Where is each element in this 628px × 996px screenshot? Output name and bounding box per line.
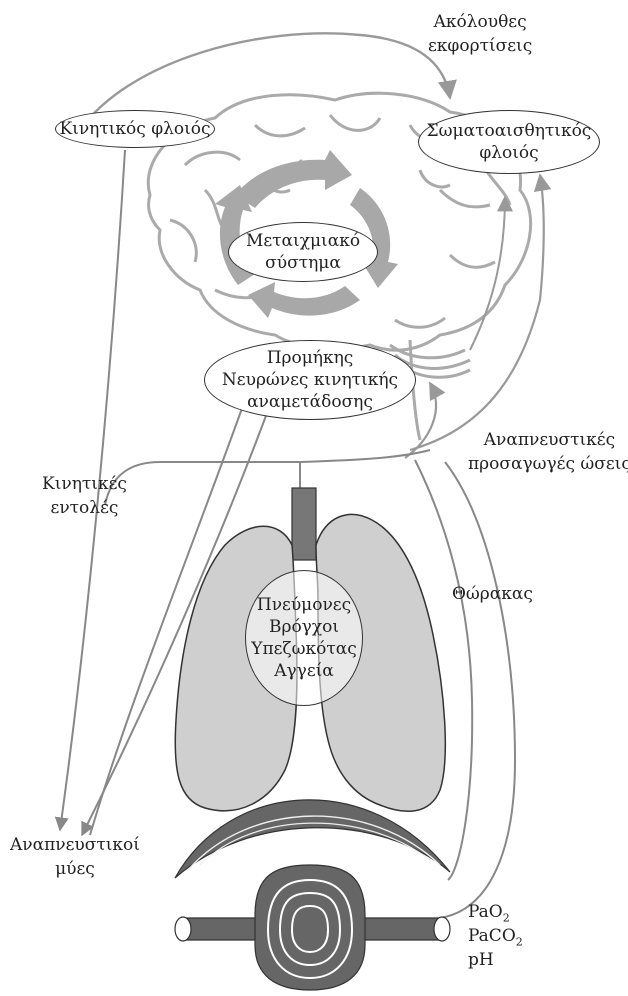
medulla-line-1: Προμήκης [267,347,354,369]
motor-cortex-label: Κινητικός φλοιός [59,118,210,140]
motor-cortex-oval: Κινητικός φλοιός [55,110,215,148]
lungs-line-4: Αγγεία [274,660,334,682]
afferent-main-trunk [300,450,430,462]
lungs-line-3: Υπεζωκότας [251,638,357,660]
somatosensory-line-2: φλοιός [479,142,538,164]
muscles-line-2: μύες [10,857,140,881]
lungs-line-1: Πνεύμονες [257,594,351,616]
somatosensory-cortex-oval: Σωματοαισθητικός φλοιός [418,110,600,174]
paco2-label: PaCO2 [468,924,523,948]
followup-discharges-line-2: εκφορτίσεις [428,34,532,58]
afferent-frame-left [105,462,300,505]
lungs-block-oval: Πνεύμονες Βρόγχοι Υπεζωκότας Αγγεία [245,570,363,706]
followup-discharges-line-1: Ακόλουθες [428,10,532,34]
lungs-line-2: Βρόγχοι [269,616,339,638]
respiratory-afferents-label: Αναπνευστικές προσαγωγές ώσεις [468,428,628,476]
afferent-to-somatosensory [410,175,544,450]
motor-commands-label: Κινητικές εντολές [42,472,127,520]
respiratory-muscles-label: Αναπνευστικοί μύες [10,833,140,881]
limbic-line-1: Μεταιχμιακό [246,230,360,252]
somatosensory-line-1: Σωματοαισθητικός [427,120,592,142]
afferents-line-1: Αναπνευστικές [468,428,628,452]
medulla-line-3: αναμετάδοσης [247,391,373,413]
chest-wall-structure [175,865,450,990]
limbic-system-oval: Μεταιχμιακό σύστημα [228,222,378,282]
afferent-to-somatosensory-2 [470,197,505,350]
afferents-line-2: προσαγωγές ώσεις [468,452,628,476]
motor-commands-line-2: εντολές [42,496,127,520]
blood-gases-label: PaO2 PaCO2 pH [468,900,523,972]
pao2-label: PaO2 [468,900,523,924]
limbic-line-2: σύστημα [265,252,341,274]
muscles-line-1: Αναπνευστικοί [10,833,140,857]
thorax-label: Θώρακας [452,582,533,606]
bloodgas-afferent-line [440,462,515,918]
motor-commands-line-1: Κινητικές [42,472,127,496]
medulla-line-2: Νευρώνες κινητικής [222,369,398,391]
trachea [292,488,316,560]
medulla-oval: Προμήκης Νευρώνες κινητικής αναμετάδοσης [204,340,416,420]
ph-label: pH [468,948,523,972]
followup-discharges-label: Ακόλουθες εκφορτίσεις [428,10,532,58]
